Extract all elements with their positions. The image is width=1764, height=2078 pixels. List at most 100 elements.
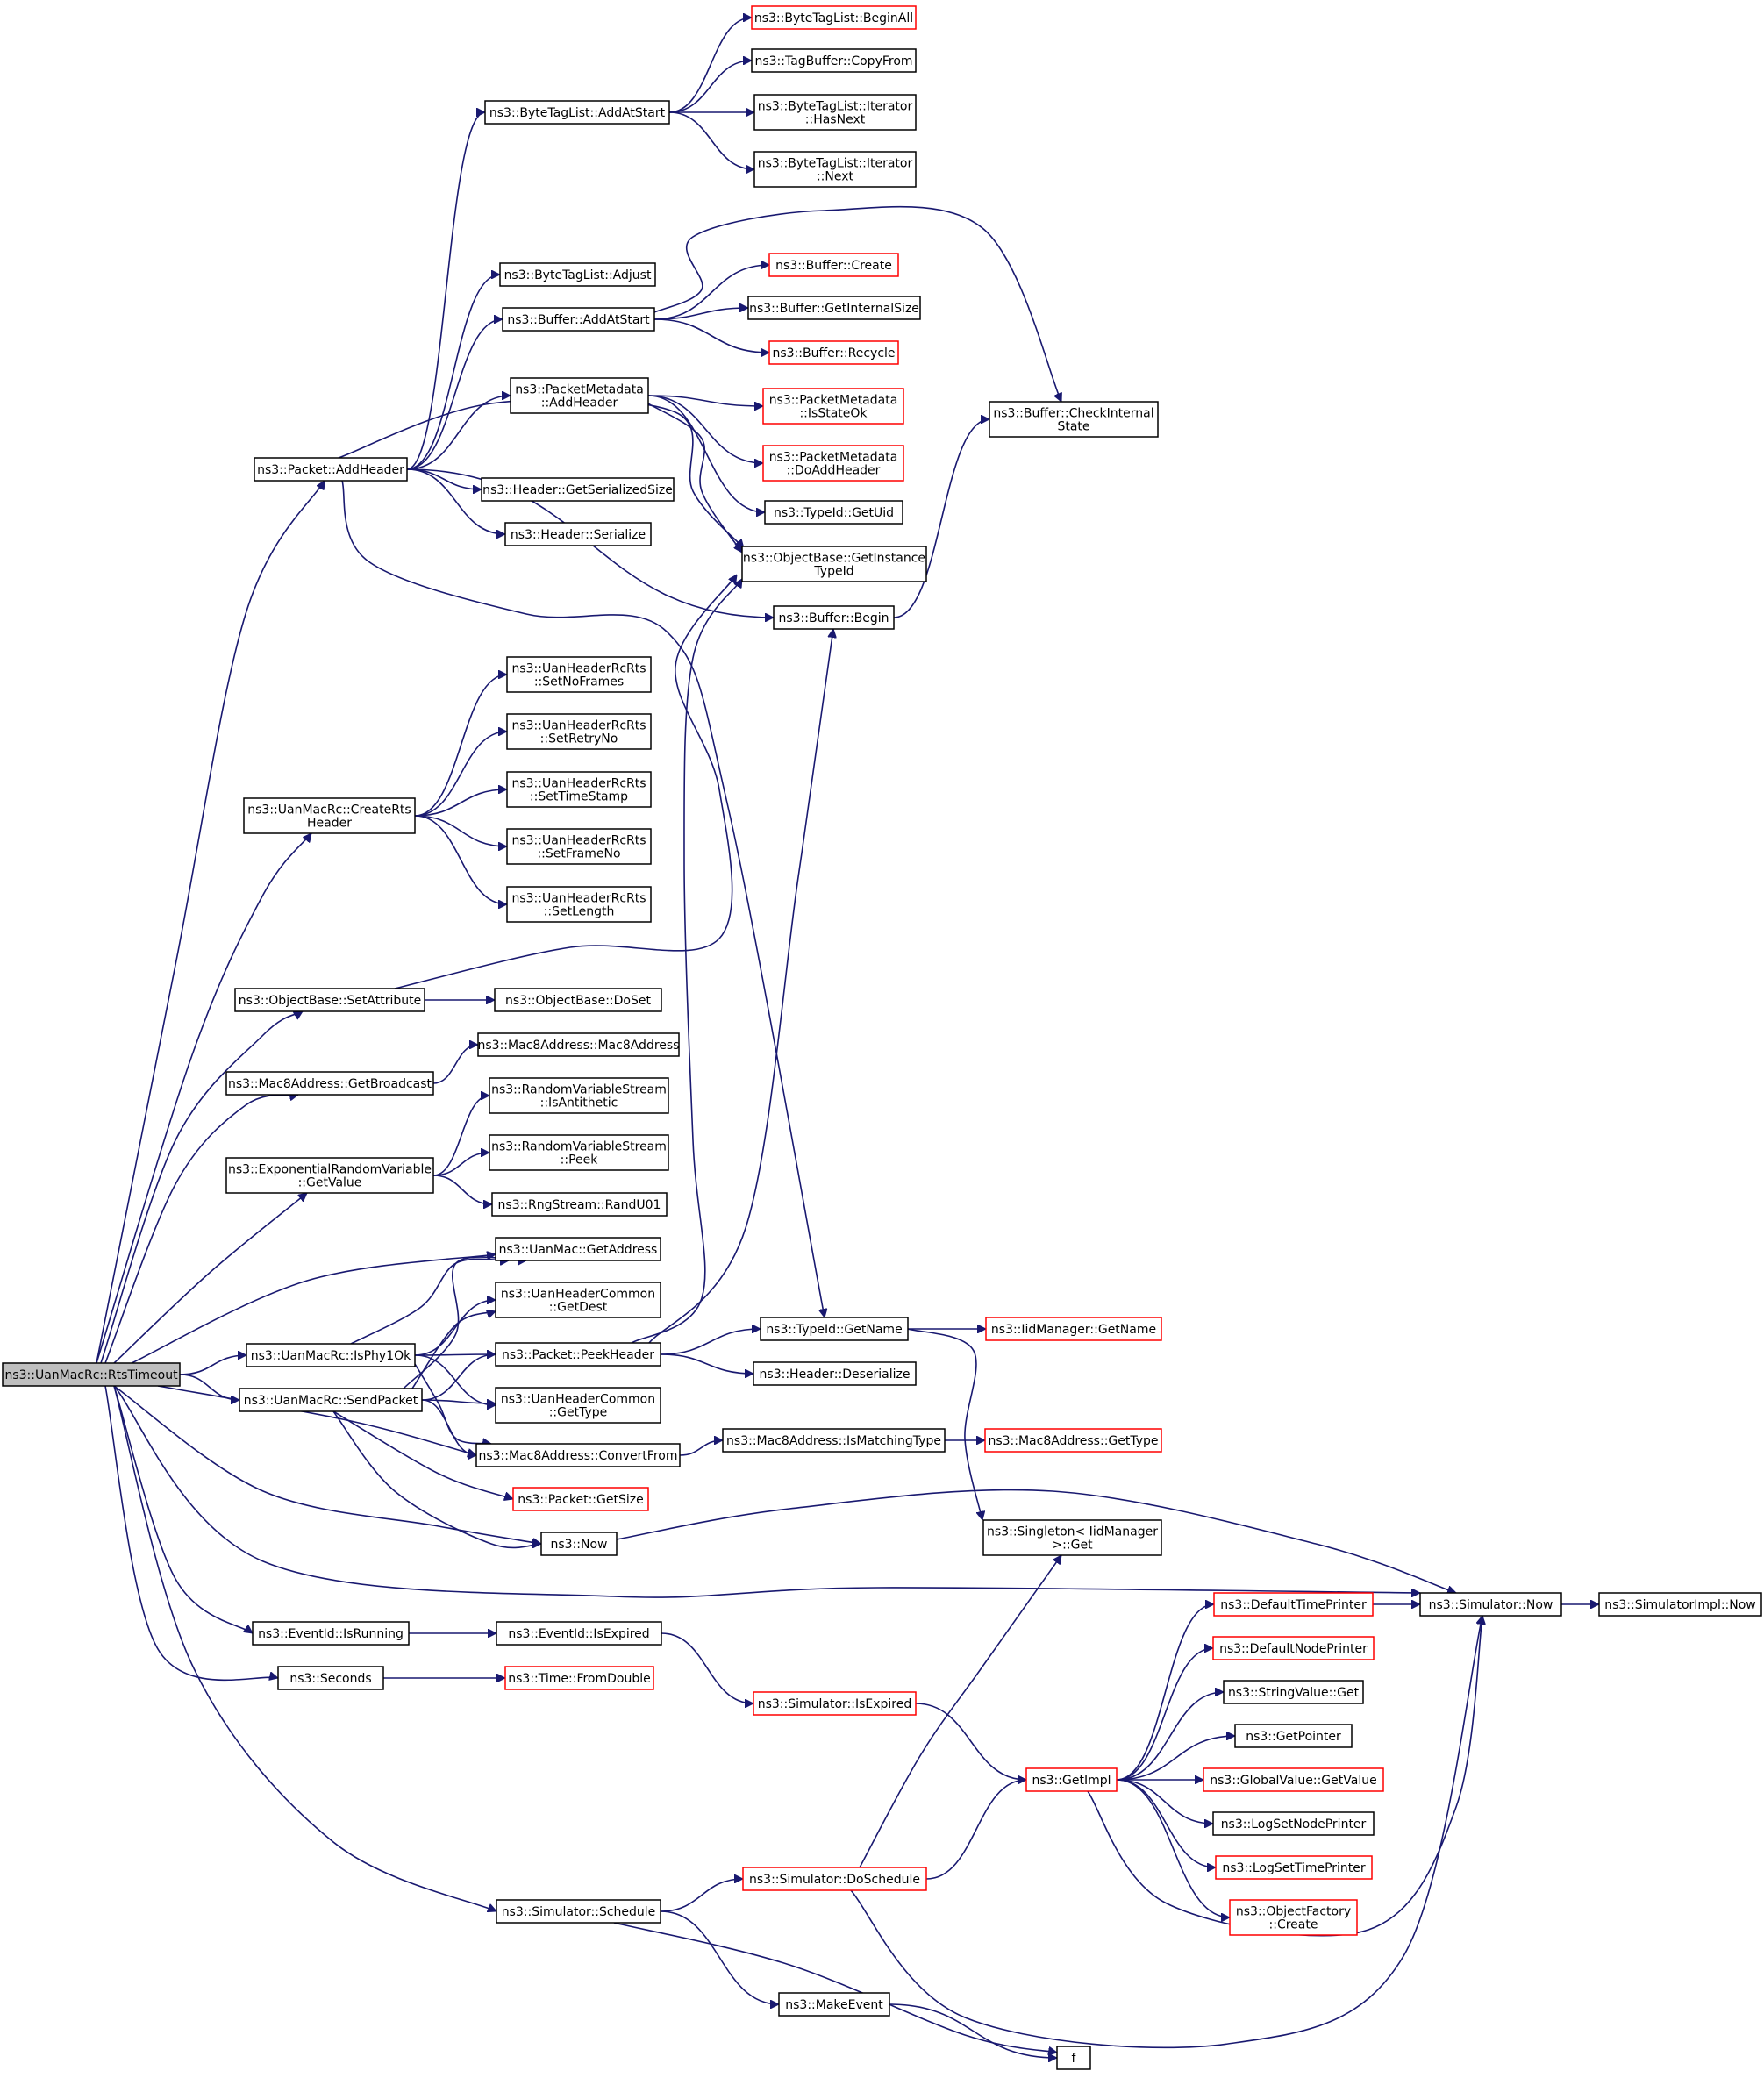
node-box[interactable] <box>502 307 655 332</box>
node-Recycle[interactable]: ns3::Buffer::Recycle <box>768 340 899 365</box>
node-PeekHeader[interactable]: ns3::Packet::PeekHeader <box>495 1342 661 1367</box>
node-SetAttribute[interactable]: ns3::ObjectBase::SetAttribute <box>234 988 425 1012</box>
node-box[interactable] <box>1598 1592 1762 1617</box>
node-box[interactable] <box>1234 1724 1353 1748</box>
node-DefaultTimePrinter[interactable]: ns3::DefaultTimePrinter <box>1213 1592 1374 1617</box>
node-box[interactable] <box>1223 1680 1364 1704</box>
node-SimSchedule[interactable]: ns3::Simulator::Schedule <box>496 1899 661 1924</box>
node-box[interactable] <box>510 377 649 414</box>
node-GetInternalSize[interactable]: ns3::Buffer::GetInternalSize <box>747 296 921 320</box>
node-box[interactable] <box>494 988 662 1012</box>
node-box[interactable] <box>1419 1592 1562 1617</box>
node-GetType[interactable]: ns3::UanHeaderCommon::GetType <box>495 1387 661 1424</box>
node-box[interactable] <box>495 1342 661 1367</box>
node-box[interactable] <box>760 1317 909 1341</box>
node-box[interactable] <box>1229 1899 1358 1936</box>
node-MakeEvent[interactable]: ns3::MakeEvent <box>778 1992 890 2017</box>
node-SetNoFrames[interactable]: ns3::UanHeaderRcRts::SetNoFrames <box>506 656 652 693</box>
node-box[interactable] <box>1203 1767 1384 1792</box>
node-box[interactable] <box>2 1362 181 1387</box>
node-box[interactable] <box>225 1157 434 1194</box>
node-BeginAll[interactable]: ns3::ByteTagList::BeginAll <box>751 5 917 30</box>
node-box[interactable] <box>277 1666 384 1690</box>
node-HeaderDeserialize[interactable]: ns3::Header::Deserialize <box>753 1361 917 1386</box>
node-IterHasNext[interactable]: ns3::ByteTagList::Iterator::HasNext <box>753 94 917 131</box>
node-IterNext[interactable]: ns3::ByteTagList::Iterator::Next <box>753 151 917 188</box>
node-CopyFrom[interactable]: ns3::TagBuffer::CopyFrom <box>751 48 917 73</box>
node-DoSchedule[interactable]: ns3::Simulator::DoSchedule <box>742 1867 927 1891</box>
node-RtsTimeout[interactable]: ns3::UanMacRc::RtsTimeout <box>2 1362 181 1387</box>
node-UanGetAddress[interactable]: ns3::UanMac::GetAddress <box>495 1237 661 1261</box>
node-GetImpl[interactable]: ns3::GetImpl <box>1025 1767 1118 1792</box>
node-IsMatchingType[interactable]: ns3::Mac8Address::IsMatchingType <box>722 1428 946 1453</box>
node-Peek[interactable]: ns3::RandomVariableStream::Peek <box>489 1134 669 1171</box>
node-box[interactable] <box>778 1992 890 2017</box>
node-SetFrameNo[interactable]: ns3::UanHeaderRcRts::SetFrameNo <box>506 828 652 865</box>
node-LogSetTimePrinter[interactable]: ns3::LogSetTimePrinter <box>1215 1855 1373 1880</box>
node-box[interactable] <box>491 1192 668 1217</box>
node-box[interactable] <box>768 253 899 277</box>
node-BufCreate[interactable]: ns3::Buffer::Create <box>768 253 899 277</box>
node-box[interactable] <box>484 100 670 125</box>
node-box[interactable] <box>722 1428 946 1453</box>
node-box[interactable] <box>773 605 895 630</box>
node-box[interactable] <box>762 445 904 482</box>
node-box[interactable] <box>989 401 1159 438</box>
node-box[interactable] <box>506 713 652 750</box>
node-box[interactable] <box>984 1428 1162 1453</box>
node-SimImplNow[interactable]: ns3::SimulatorImpl::Now <box>1598 1592 1762 1617</box>
node-box[interactable] <box>506 771 652 808</box>
node-box[interactable] <box>496 1621 662 1646</box>
node-EvIsExpired[interactable]: ns3::EventId::IsExpired <box>496 1621 662 1646</box>
node-Mac8Ctor[interactable]: ns3::Mac8Address::Mac8Address <box>477 1032 680 1057</box>
node-box[interactable] <box>489 1134 669 1171</box>
node-box[interactable] <box>540 1532 618 1556</box>
node-SimNow[interactable]: ns3::Simulator::Now <box>1419 1592 1562 1617</box>
node-box[interactable] <box>495 1282 661 1318</box>
node-StringValueGet[interactable]: ns3::StringValue::Get <box>1223 1680 1364 1704</box>
node-ObjectFactoryCreate[interactable]: ns3::ObjectFactory::Create <box>1229 1899 1358 1936</box>
node-HeaderSerialize[interactable]: ns3::Header::Serialize <box>504 522 652 546</box>
node-box[interactable] <box>239 1388 423 1412</box>
node-box[interactable] <box>1056 2046 1091 2070</box>
node-BufBegin[interactable]: ns3::Buffer::Begin <box>773 605 895 630</box>
node-box[interactable] <box>753 1361 917 1386</box>
node-box[interactable] <box>504 522 652 546</box>
node-PacketGetSize[interactable]: ns3::Packet::GetSize <box>512 1487 649 1511</box>
node-AddAtStartTag[interactable]: ns3::ByteTagList::AddAtStart <box>484 100 670 125</box>
node-box[interactable] <box>254 457 408 482</box>
node-box[interactable] <box>764 500 903 525</box>
node-IsAntithetic[interactable]: ns3::RandomVariableStream::IsAntithetic <box>489 1077 669 1114</box>
node-GetSerializedSize[interactable]: ns3::Header::GetSerializedSize <box>481 477 675 502</box>
node-DoSet[interactable]: ns3::ObjectBase::DoSet <box>494 988 662 1012</box>
node-ConvertFrom[interactable]: ns3::Mac8Address::ConvertFrom <box>475 1443 681 1467</box>
node-box[interactable] <box>506 656 652 693</box>
node-box[interactable] <box>768 340 899 365</box>
node-box[interactable] <box>499 262 656 287</box>
node-Mac8GetType[interactable]: ns3::Mac8Address::GetType <box>984 1428 1162 1453</box>
node-BufAddAtStart[interactable]: ns3::Buffer::AddAtStart <box>502 307 655 332</box>
node-box[interactable] <box>504 1666 654 1690</box>
node-box[interactable] <box>1212 1811 1375 1836</box>
node-Seconds[interactable]: ns3::Seconds <box>277 1666 384 1690</box>
node-box[interactable] <box>985 1317 1162 1341</box>
node-box[interactable] <box>742 1867 927 1891</box>
node-box[interactable] <box>495 1387 661 1424</box>
node-box[interactable] <box>475 1443 681 1467</box>
node-GlobalValueGetValue[interactable]: ns3::GlobalValue::GetValue <box>1203 1767 1384 1792</box>
node-box[interactable] <box>243 797 416 834</box>
node-Now[interactable]: ns3::Now <box>540 1532 618 1556</box>
node-IsStateOk[interactable]: ns3::PacketMetadata::IsStateOk <box>762 388 904 425</box>
node-RandU01[interactable]: ns3::RngStream::RandU01 <box>491 1192 668 1217</box>
node-box[interactable] <box>1025 1767 1118 1792</box>
node-box[interactable] <box>1212 1636 1375 1660</box>
node-box[interactable] <box>234 988 425 1012</box>
node-GetBroadcast[interactable]: ns3::Mac8Address::GetBroadcast <box>225 1071 434 1096</box>
node-FromDouble[interactable]: ns3::Time::FromDouble <box>504 1666 654 1690</box>
node-DoAddHeader[interactable]: ns3::PacketMetadata::DoAddHeader <box>762 445 904 482</box>
node-GetPointer[interactable]: ns3::GetPointer <box>1234 1724 1353 1748</box>
node-f[interactable]: f <box>1056 2046 1091 2070</box>
